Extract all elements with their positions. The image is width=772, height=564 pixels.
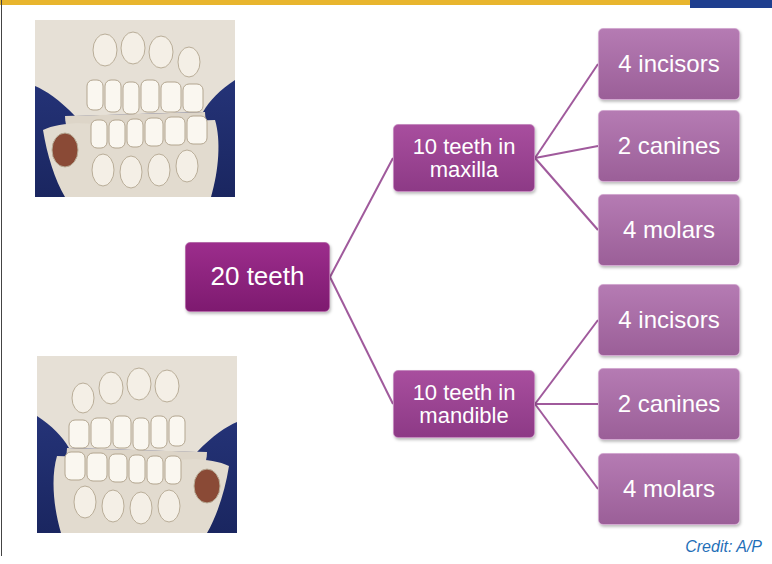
branch-connector — [330, 277, 393, 404]
node-text: 4 incisors — [618, 307, 719, 332]
branch-box: 10 teeth in mandible — [393, 370, 535, 438]
branch-connector — [535, 158, 598, 230]
node-text: 4 molars — [623, 217, 715, 242]
node-text: 10 teeth in mandible — [402, 381, 526, 427]
skull-photo — [37, 356, 237, 533]
branch-connector — [535, 320, 598, 404]
top-bar — [0, 0, 690, 5]
branch-connector — [330, 158, 393, 277]
node-text: 4 molars — [623, 476, 715, 501]
node-text: 4 incisors — [618, 51, 719, 76]
node-text: 2 canines — [618, 391, 721, 416]
leaf-box: 2 canines — [598, 368, 740, 440]
branch-connector — [535, 404, 598, 489]
credit-note: Credit: A/P — [685, 538, 762, 556]
leaf-box: 2 canines — [598, 110, 740, 182]
node-text: 20 teeth — [211, 263, 305, 290]
branch-connector — [535, 146, 598, 158]
root-box: 20 teeth — [185, 242, 330, 312]
node-text: 10 teeth in maxilla — [402, 135, 526, 181]
node-text: 2 canines — [618, 133, 721, 158]
branch-box: 10 teeth in maxilla — [393, 124, 535, 192]
side-rule — [1, 0, 2, 556]
leaf-box: 4 incisors — [598, 284, 740, 356]
skull-photo — [35, 20, 235, 197]
leaf-box: 4 molars — [598, 194, 740, 266]
branch-connector — [535, 404, 598, 405]
top-bar-end — [690, 0, 772, 8]
leaf-box: 4 molars — [598, 453, 740, 525]
leaf-box: 4 incisors — [598, 28, 740, 100]
branch-connector — [535, 64, 598, 158]
